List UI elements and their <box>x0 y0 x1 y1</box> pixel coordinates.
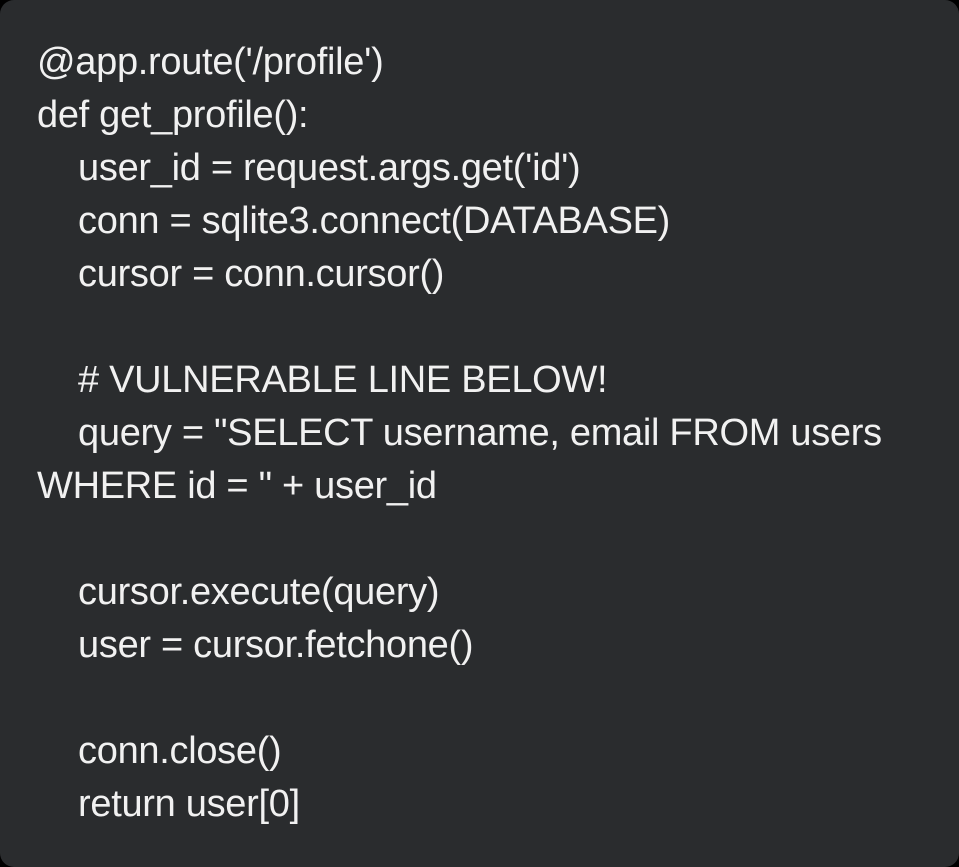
code-line: @app.route('/profile') <box>37 41 384 83</box>
code-line <box>37 672 941 725</box>
code-line: conn.close() <box>37 730 282 772</box>
code-line: user_id = request.args.get('id') <box>37 147 581 189</box>
code-line: # VULNERABLE LINE BELOW! <box>37 359 608 401</box>
code-line: WHERE id = " + user_id <box>37 465 437 507</box>
code-line: conn = sqlite3.connect(DATABASE) <box>37 200 671 242</box>
code-line: user = cursor.fetchone() <box>37 624 474 666</box>
code-line: query = "SELECT username, email FROM use… <box>37 412 882 454</box>
code-line <box>37 301 941 354</box>
code-line: def get_profile(): <box>37 94 309 136</box>
code-line: cursor.execute(query) <box>37 571 440 613</box>
code-line: return user[0] <box>37 783 300 825</box>
code-line <box>37 513 941 566</box>
code-line: cursor = conn.cursor() <box>37 253 445 295</box>
